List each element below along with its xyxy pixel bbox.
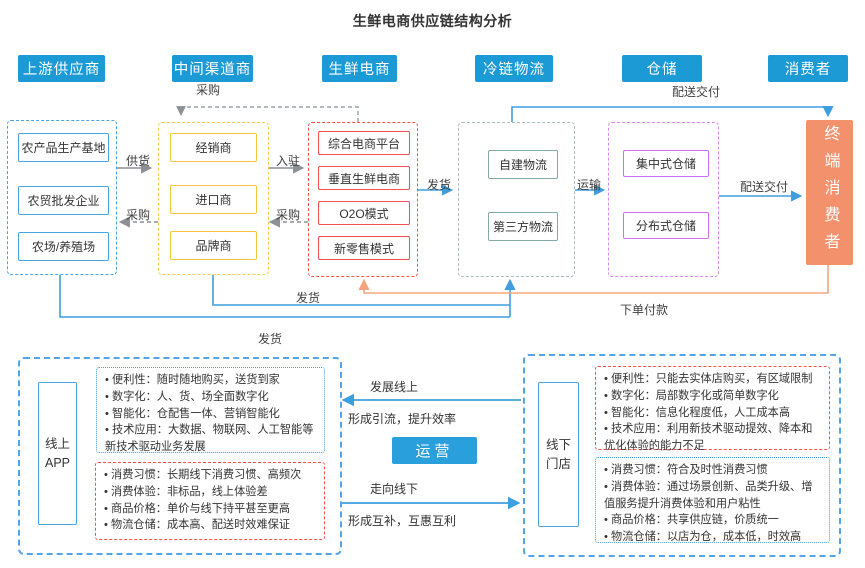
edge-label-deliver-mid: 配送交付 — [740, 180, 789, 194]
edge-label-ship: 发货 — [427, 178, 452, 192]
offline-pro: 商品价格：共享供应链，价质统一 — [604, 512, 821, 529]
offline-cons-box: 便利性：只能去实体店购买，有区域限制 数字化：局部数字化或简单数字化 智能化：信… — [595, 366, 830, 452]
node-importer: 进口商 — [170, 185, 257, 214]
online-con: 消费体验：非标品，线上体验差 — [104, 484, 316, 501]
offline-con: 便利性：只能去实体店购买，有区域限制 — [604, 371, 821, 388]
edge-label-procure-top: 采购 — [196, 83, 221, 97]
edge-label-ship-upper: 发货 — [296, 291, 321, 305]
node-terminal-consumer: 终端消费者 — [806, 120, 853, 265]
edge-label-ship-lower: 发货 — [258, 332, 283, 346]
offline-pro: 消费习惯：符合及时性消费习惯 — [604, 462, 821, 479]
offline-pro: 消费体验：通过场景创新、品类升级、增值服务提升消费体验和用户粘性 — [604, 479, 821, 513]
offline-store-tag: 线下门店 — [538, 382, 579, 527]
offline-pro: 物流仓储：以店为仓，成本低，时效高 — [604, 529, 821, 546]
page-title: 生鲜电商供应链结构分析 — [352, 13, 513, 29]
label-develop-online: 发展线上 — [370, 380, 419, 394]
label-go-offline: 走向线下 — [370, 482, 419, 496]
node-self-built-logistics: 自建物流 — [488, 150, 558, 179]
online-con: 物流仓储：成本高、配送时效难保证 — [104, 517, 316, 534]
node-new-retail-mode: 新零售模式 — [318, 236, 410, 260]
online-pros-box: 便利性：随时随地购买，送货到家 数字化：人、货、场全面数字化 智能化：仓配售一体… — [96, 367, 325, 453]
group-warehouse — [608, 122, 719, 277]
online-app-tag: 线上APP — [38, 382, 77, 525]
label-online-effect: 形成引流，提升效率 — [348, 412, 457, 426]
node-third-party-logistics: 第三方物流 — [488, 212, 558, 241]
online-pro: 智能化：仓配售一体、营销智能化 — [105, 406, 316, 423]
node-production-base: 农产品生产基地 — [18, 133, 109, 162]
node-integrated-platform: 综合电商平台 — [318, 131, 410, 155]
header-fresh-ecommerce: 生鲜电商 — [322, 55, 397, 82]
node-vertical-fresh: 垂直生鲜电商 — [318, 166, 410, 190]
online-con: 商品价格：单价与线下持平甚至更高 — [104, 501, 316, 518]
header-middle-channel: 中间渠道商 — [172, 55, 253, 82]
label-offline-effect: 形成互补，互惠互利 — [348, 514, 457, 528]
edge-label-order-pay: 下单付款 — [620, 303, 669, 317]
node-distributed-warehouse: 分布式仓储 — [623, 212, 709, 239]
online-cons-box: 消费习惯：长期线下消费习惯、高频次 消费体验：非标品，线上体验差 商品价格：单价… — [95, 462, 325, 540]
edge-label-supply: 供货 — [126, 154, 151, 168]
online-pro: 数字化：人、货、场全面数字化 — [105, 389, 316, 406]
online-con: 消费习惯：长期线下消费习惯、高频次 — [104, 467, 316, 484]
header-consumer: 消费者 — [768, 55, 848, 82]
edge-label-transport: 运输 — [577, 178, 602, 192]
operation-badge: 运营 — [392, 437, 477, 464]
edge-label-procure-mid: 采购 — [276, 208, 301, 222]
offline-con: 技术应用：利用新技术驱动提效、降本和优化体验的能力不足 — [604, 421, 821, 455]
group-cold-chain — [458, 122, 575, 277]
node-centralized-warehouse: 集中式仓储 — [623, 150, 709, 177]
node-o2o-mode: O2O模式 — [318, 201, 410, 225]
header-upstream-supplier: 上游供应商 — [18, 55, 105, 82]
node-wholesale-enterprise: 农贸批发企业 — [18, 186, 109, 215]
node-farm: 农场/养殖场 — [18, 232, 109, 261]
node-brand-owner: 品牌商 — [170, 231, 257, 260]
header-warehouse: 仓储 — [622, 55, 702, 82]
edge-label-procure-left: 采购 — [126, 208, 151, 222]
online-pro: 便利性：随时随地购买，送货到家 — [105, 372, 316, 389]
offline-con: 智能化：信息化程度低，人工成本高 — [604, 405, 821, 422]
edge-label-enter: 入驻 — [276, 154, 301, 168]
node-distributor: 经销商 — [170, 133, 257, 162]
header-cold-chain-logistics: 冷链物流 — [475, 55, 553, 82]
offline-con: 数字化：局部数字化或简单数字化 — [604, 388, 821, 405]
edge-label-deliver-top: 配送交付 — [672, 85, 721, 99]
offline-pros-box: 消费习惯：符合及时性消费习惯 消费体验：通过场景创新、品类升级、增值服务提升消费… — [595, 457, 830, 543]
online-pro: 技术应用：大数据、物联网、人工智能等新技术驱动业务发展 — [105, 422, 316, 456]
